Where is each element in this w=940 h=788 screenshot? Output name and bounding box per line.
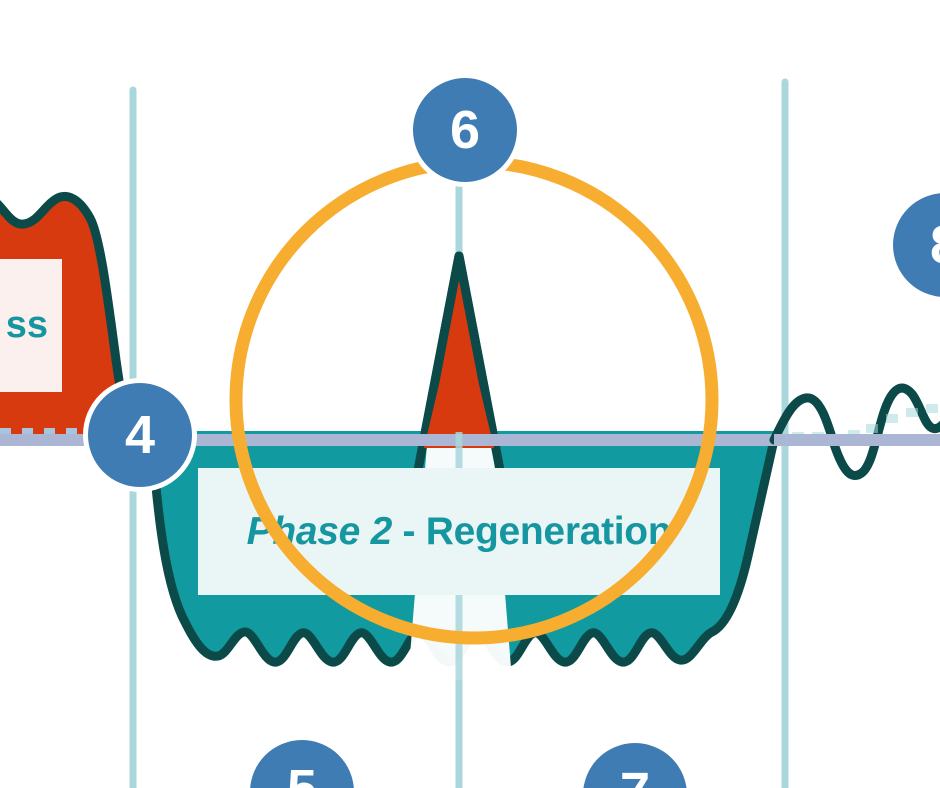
step-marker-6-label: 6 (449, 100, 481, 160)
step-marker-8-label: 8 (930, 214, 940, 276)
step-marker-5-label: 5 (287, 758, 317, 788)
step-marker-7-label: 7 (620, 761, 650, 788)
stress-label-box: ss (0, 259, 62, 392)
step-marker-6[interactable]: 6 (413, 78, 517, 182)
step-marker-4-label: 4 (124, 405, 156, 465)
step-marker-4[interactable]: 4 (88, 383, 192, 487)
highlight-ring-icon (229, 155, 719, 645)
stress-label-text: ss (5, 304, 48, 346)
recovery-oscillation (769, 383, 940, 480)
